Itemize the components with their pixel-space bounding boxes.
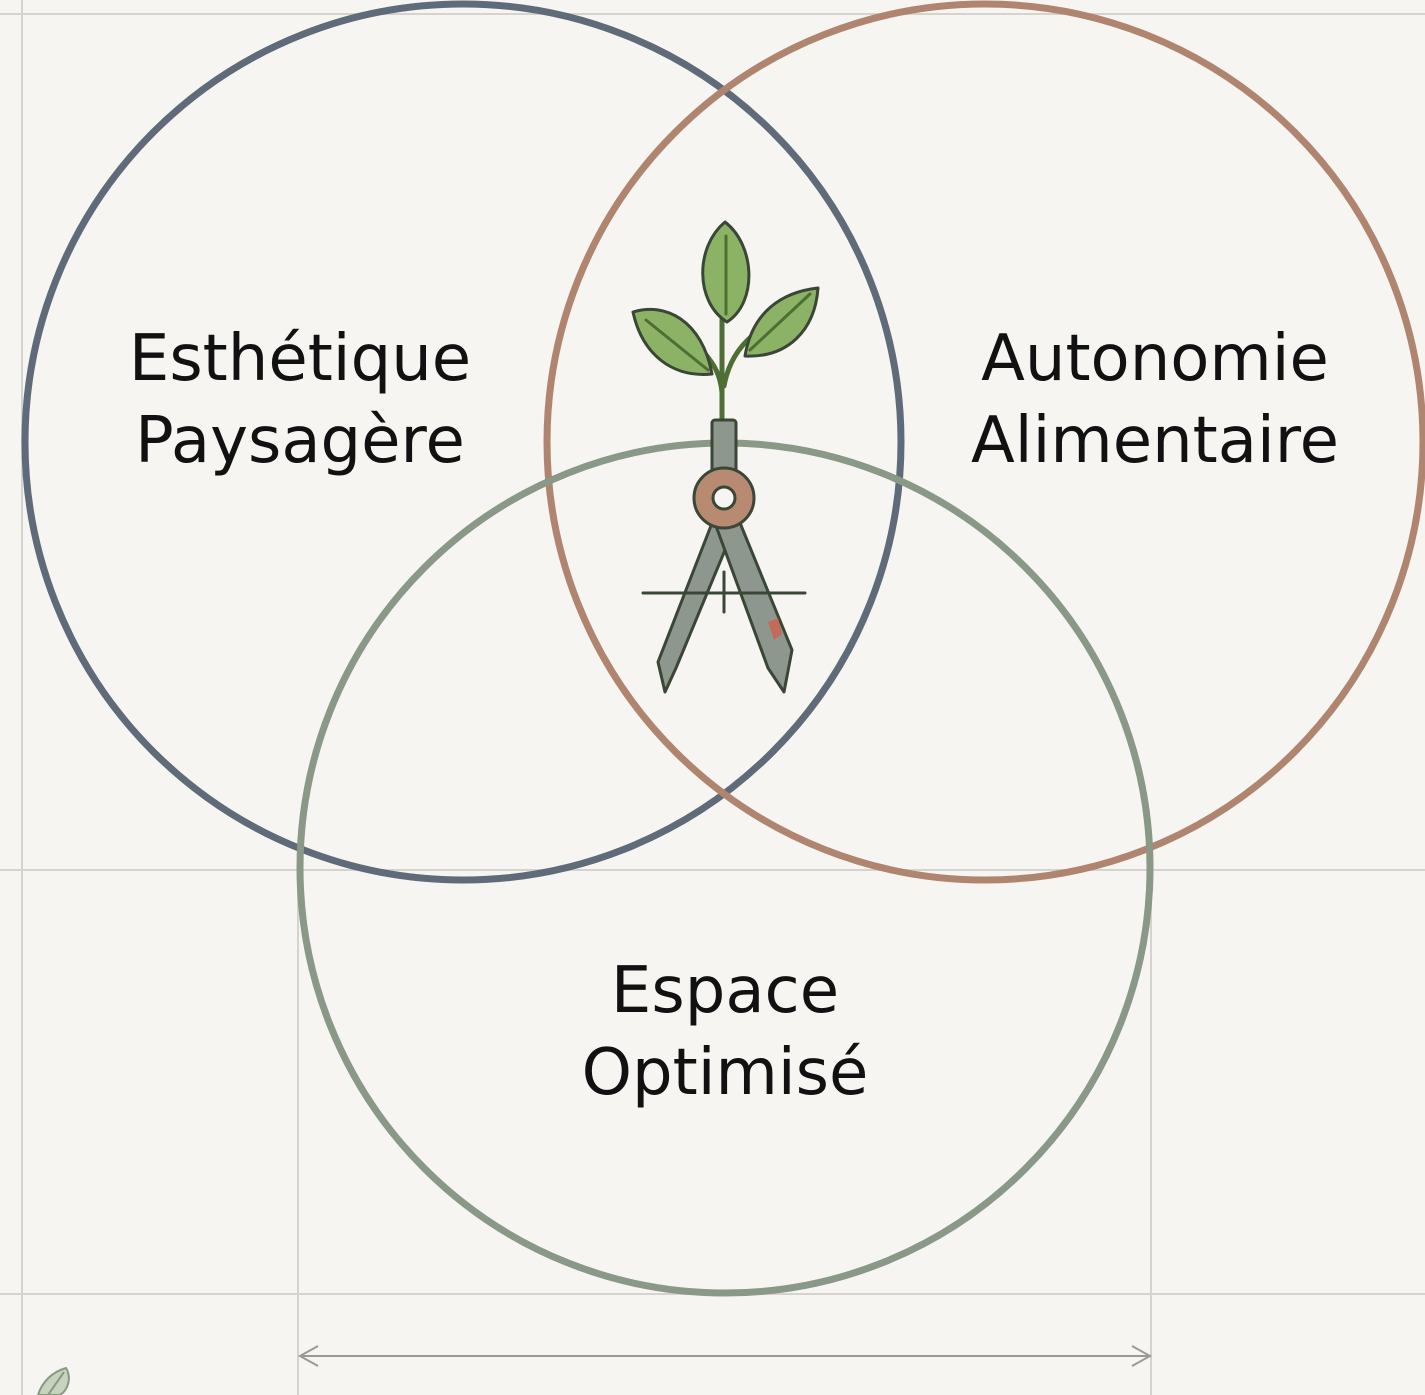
corner-sprig-icon	[36, 1366, 70, 1395]
set-label-autonomie: Autonomie Alimentaire	[905, 318, 1405, 482]
set-label-line: Esthétique	[128, 322, 472, 396]
sprout-compass-icon	[631, 220, 820, 694]
circle-espace	[296, 439, 1154, 1297]
set-label-line: Paysagère	[135, 404, 465, 478]
set-label-line: Espace	[610, 954, 840, 1028]
set-label-line: Alimentaire	[971, 404, 1339, 478]
set-label-espace: Espace Optimisé	[475, 950, 975, 1114]
set-label-line: Autonomie	[981, 322, 1329, 396]
compass-crosshair	[641, 570, 807, 614]
set-label-line: Optimisé	[581, 1036, 869, 1110]
set-label-esthetique: Esthétique Paysagère	[50, 318, 550, 482]
compass-leg-right	[714, 516, 794, 694]
dimension-arrow	[297, 1345, 1153, 1367]
circle-esthetique	[21, 0, 905, 884]
circle-autonomie	[543, 0, 1425, 884]
